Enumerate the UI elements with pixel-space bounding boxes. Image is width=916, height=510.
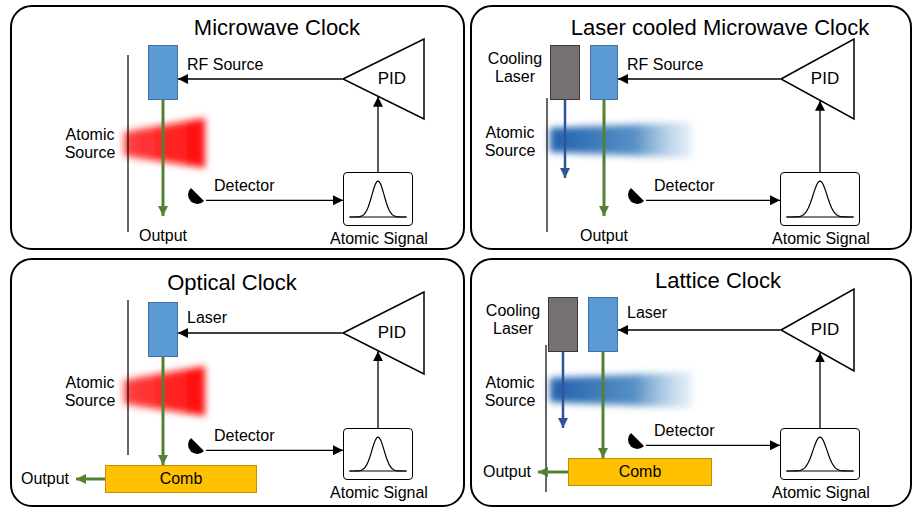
feedback-connector	[819, 101, 820, 172]
beam-arrow	[603, 100, 606, 216]
clock-panel: Lattice ClockCooling Laser LaserAtomic So…	[470, 258, 912, 507]
laser-source-box: Laser	[148, 302, 178, 357]
node-label: Detector	[654, 422, 714, 440]
feedback-connector	[206, 450, 343, 451]
source-wall	[127, 55, 128, 232]
atomic-beam: Atomic Source	[548, 122, 693, 160]
pid-controller: PID	[342, 38, 425, 120]
detector-symbol	[628, 430, 646, 448]
panel-title: Laser cooled Microwave Clock	[560, 15, 880, 40]
atomic-signal-plot: Atomic Signal	[780, 428, 860, 480]
node-label: Detector	[214, 177, 274, 195]
detector-symbol	[188, 435, 206, 453]
feedback-connector	[377, 351, 378, 428]
detector: Detector	[628, 185, 646, 203]
signal-peak	[781, 173, 859, 225]
panel-title: Lattice Clock	[618, 268, 818, 293]
node-label: Atomic Signal	[766, 484, 876, 502]
node-label: PID	[811, 320, 839, 340]
signal-peak	[344, 173, 412, 225]
beam-arrow	[162, 100, 165, 216]
node-label: Atomic Signal	[324, 230, 434, 248]
output-label: Output	[480, 463, 534, 481]
clock-panel: Laser cooled Microwave ClockCooling Lase…	[470, 5, 912, 250]
source-wall	[545, 345, 546, 492]
detector: Detector	[188, 435, 206, 453]
node-label: RF Source	[627, 56, 703, 74]
cooling-laser-box: Cooling Laser	[548, 297, 578, 352]
clock-panel: Optical ClockLaserAtomic SourceDetectorA…	[10, 258, 465, 507]
source-wall	[546, 98, 547, 232]
frequency-comb: Comb	[105, 465, 257, 493]
pid-controller: PID	[342, 291, 425, 375]
atomic-beam: Atomic Source	[124, 368, 208, 416]
beam-arrow	[564, 100, 567, 178]
node-label: PID	[378, 323, 406, 343]
node-label: Laser	[187, 309, 227, 327]
beam-arrow	[562, 352, 565, 428]
node-label: Detector	[654, 177, 714, 195]
node-label: Cooling Laser	[483, 50, 547, 86]
signal-peak	[781, 429, 859, 479]
clock-panel: Microwave Clock RF SourceAtomic SourceDet…	[10, 5, 465, 250]
node-label: Atomic Source	[64, 126, 116, 162]
detector-symbol	[188, 185, 206, 203]
node-label: Atomic Signal	[324, 484, 434, 502]
feedback-connector	[377, 97, 378, 172]
atomic-beam: Atomic Source	[124, 120, 208, 168]
feedback-connector	[206, 200, 343, 201]
output-label: Output	[577, 227, 631, 245]
output-label: Output	[18, 470, 72, 488]
beam-arrow	[602, 352, 605, 458]
feedback-connector	[178, 78, 342, 79]
atomic-beam-glow	[550, 122, 692, 158]
node-label: Detector	[214, 427, 274, 445]
laser-source-box: RF Source	[590, 45, 618, 100]
cooling-laser-box: Cooling Laser	[550, 45, 580, 100]
node-label: Laser	[627, 304, 667, 322]
feedback-connector	[618, 78, 780, 79]
node-label: Atomic Source	[64, 374, 116, 410]
laser-source-box: RF Source	[148, 45, 178, 100]
panel-title: Optical Clock	[132, 270, 332, 295]
node-label: Atomic Signal	[766, 230, 876, 248]
feedback-connector	[646, 445, 780, 446]
source-wall	[127, 300, 128, 455]
node-label: Atomic Source	[482, 124, 538, 160]
node-label: Cooling Laser	[481, 302, 545, 338]
node-label: Atomic Source	[482, 374, 538, 410]
feedback-connector	[178, 332, 342, 333]
beam-arrow	[538, 471, 568, 474]
output-label: Output	[136, 227, 190, 245]
node-label: Comb	[106, 470, 256, 488]
feedback-connector	[646, 200, 780, 201]
pid-controller: PID	[780, 38, 855, 120]
atomic-signal-plot: Atomic Signal	[343, 428, 413, 480]
atomic-signal-plot: Atomic Signal	[343, 172, 413, 226]
pid-controller: PID	[780, 288, 855, 372]
detector: Detector	[188, 185, 206, 203]
node-label: PID	[811, 69, 839, 89]
frequency-comb: Comb	[568, 458, 712, 486]
node-label: Comb	[569, 463, 711, 481]
atomic-signal-plot: Atomic Signal	[780, 172, 860, 226]
detector: Detector	[628, 430, 646, 448]
feedback-connector	[819, 352, 820, 428]
laser-source-box: Laser	[588, 297, 618, 352]
detector-symbol	[628, 185, 646, 203]
node-label: PID	[378, 69, 406, 89]
feedback-connector	[618, 329, 780, 330]
signal-peak	[344, 429, 412, 479]
atomic-beam-glow	[550, 372, 692, 408]
beam-arrow	[76, 478, 105, 481]
panel-title: Microwave Clock	[162, 15, 392, 40]
beam-arrow	[162, 357, 165, 465]
node-label: RF Source	[187, 56, 263, 74]
atomic-beam: Atomic Source	[548, 372, 693, 410]
